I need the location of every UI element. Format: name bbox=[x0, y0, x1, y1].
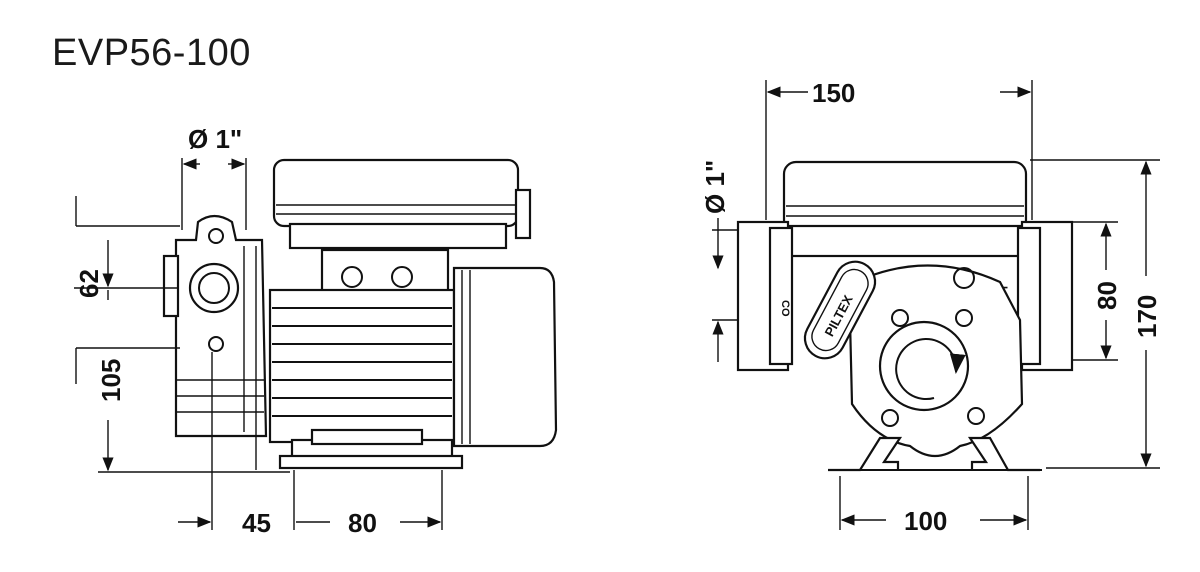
left-side-label: CO bbox=[779, 300, 791, 317]
front-dim-170-label: 170 bbox=[1132, 295, 1162, 338]
front-terminal-box bbox=[782, 160, 1028, 234]
front-dim-150-label: 150 bbox=[812, 78, 855, 108]
side-dim-80-label: 80 bbox=[348, 508, 377, 538]
cover-bolt-3 bbox=[881, 409, 899, 427]
cover-bolt-1 bbox=[891, 309, 909, 327]
pump-head bbox=[174, 214, 268, 438]
screw-left bbox=[341, 266, 363, 288]
screw-right bbox=[391, 266, 413, 288]
front-dim-80-label: 80 bbox=[1092, 281, 1122, 310]
left-foot bbox=[828, 436, 903, 472]
front-port-diameter-label: Ø 1" bbox=[700, 160, 730, 214]
side-height-lower-label: 105 bbox=[96, 359, 126, 402]
cover-bolt-2 bbox=[955, 309, 973, 327]
front-view: CO LMO PILTEX 150 Ø 1" bbox=[700, 78, 1162, 536]
side-port-diameter-label: Ø 1" bbox=[188, 124, 242, 154]
rotation-arrow bbox=[895, 338, 966, 401]
front-dim-100-label: 100 bbox=[904, 506, 947, 536]
cooling-fins bbox=[272, 307, 452, 417]
cover-bolt-4 bbox=[967, 407, 985, 425]
bolt-top bbox=[208, 228, 224, 244]
terminal-box-cover bbox=[272, 158, 520, 228]
rotor-cover bbox=[878, 320, 970, 412]
fan-cover bbox=[452, 266, 558, 448]
cable-gland bbox=[514, 188, 532, 240]
drawing-title: EVP56-100 bbox=[52, 32, 251, 74]
motor-body bbox=[268, 288, 456, 444]
inlet-port bbox=[188, 262, 240, 314]
nameplate: PILTEX bbox=[803, 260, 877, 360]
side-dim-45-label: 45 bbox=[242, 508, 271, 538]
right-foot bbox=[967, 436, 1040, 472]
side-height-upper-label: 62 bbox=[74, 269, 104, 298]
bolt-bottom bbox=[208, 336, 224, 352]
side-view: Ø 1" 62 105 45 80 bbox=[74, 124, 558, 538]
mounting-foot bbox=[278, 454, 464, 470]
